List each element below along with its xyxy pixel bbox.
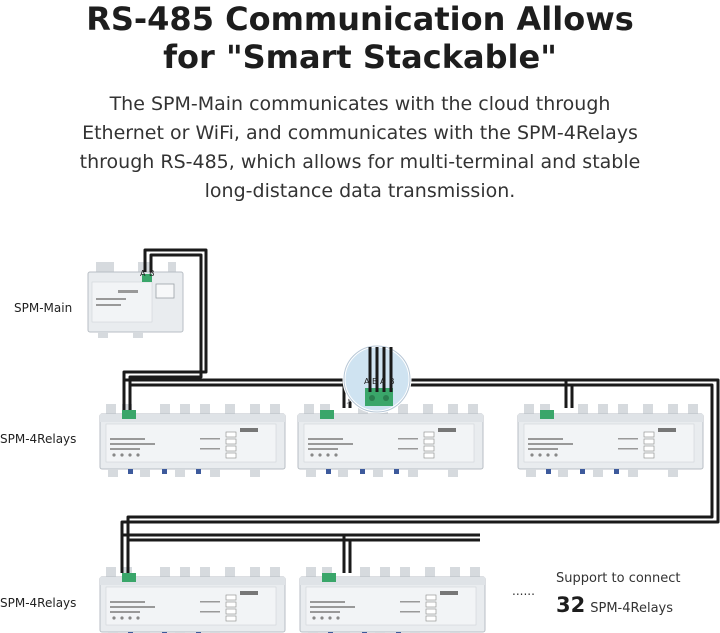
terminal-zoom-bubble: A B A B [342, 344, 412, 414]
support-count-line: 32 SPM-4Relays [556, 593, 673, 617]
more-devices-ellipsis: ...... [512, 584, 535, 598]
support-count: 32 [556, 593, 586, 617]
label-spm-4relays-row1: SPM-4Relays [0, 432, 77, 446]
description-line-1: The SPM-Main communicates with the cloud… [109, 93, 611, 115]
spm-4relays-device-5 [299, 566, 486, 633]
zoom-terminal-a-2: A [380, 377, 386, 386]
main-terminal-a: A [140, 269, 146, 278]
spm-4relays-device-2 [297, 403, 484, 478]
support-text: Support to connect [556, 571, 681, 586]
zoom-terminal-a-1: A [364, 377, 370, 386]
spm-main-device [87, 262, 184, 338]
rs485-wires [120, 248, 720, 573]
spm-4relays-device-3 [517, 403, 704, 478]
support-unit: SPM-4Relays [590, 601, 673, 616]
label-spm-4relays-row2: SPM-4Relays [0, 596, 77, 610]
spm-4relays-device-4 [99, 566, 286, 633]
zoom-terminal-b-1: B [372, 377, 378, 386]
description-line-4: long-distance data transmission. [204, 180, 516, 202]
description-line-2: Ethernet or WiFi, and communicates with … [82, 122, 638, 144]
title-line-2: for "Smart Stackable" [163, 38, 557, 76]
description-line-3: through RS-485, which allows for multi-t… [79, 151, 641, 173]
page-title: RS-485 Communication Allows for "Smart S… [0, 0, 720, 76]
description: The SPM-Main communicates with the cloud… [40, 90, 680, 206]
title-line-1: RS-485 Communication Allows [86, 0, 634, 38]
spm-4relays-device-1 [99, 403, 286, 478]
zoom-terminal-b-2: B [389, 377, 395, 386]
main-terminal-b: B [149, 269, 155, 278]
label-spm-main: SPM-Main [14, 301, 73, 315]
